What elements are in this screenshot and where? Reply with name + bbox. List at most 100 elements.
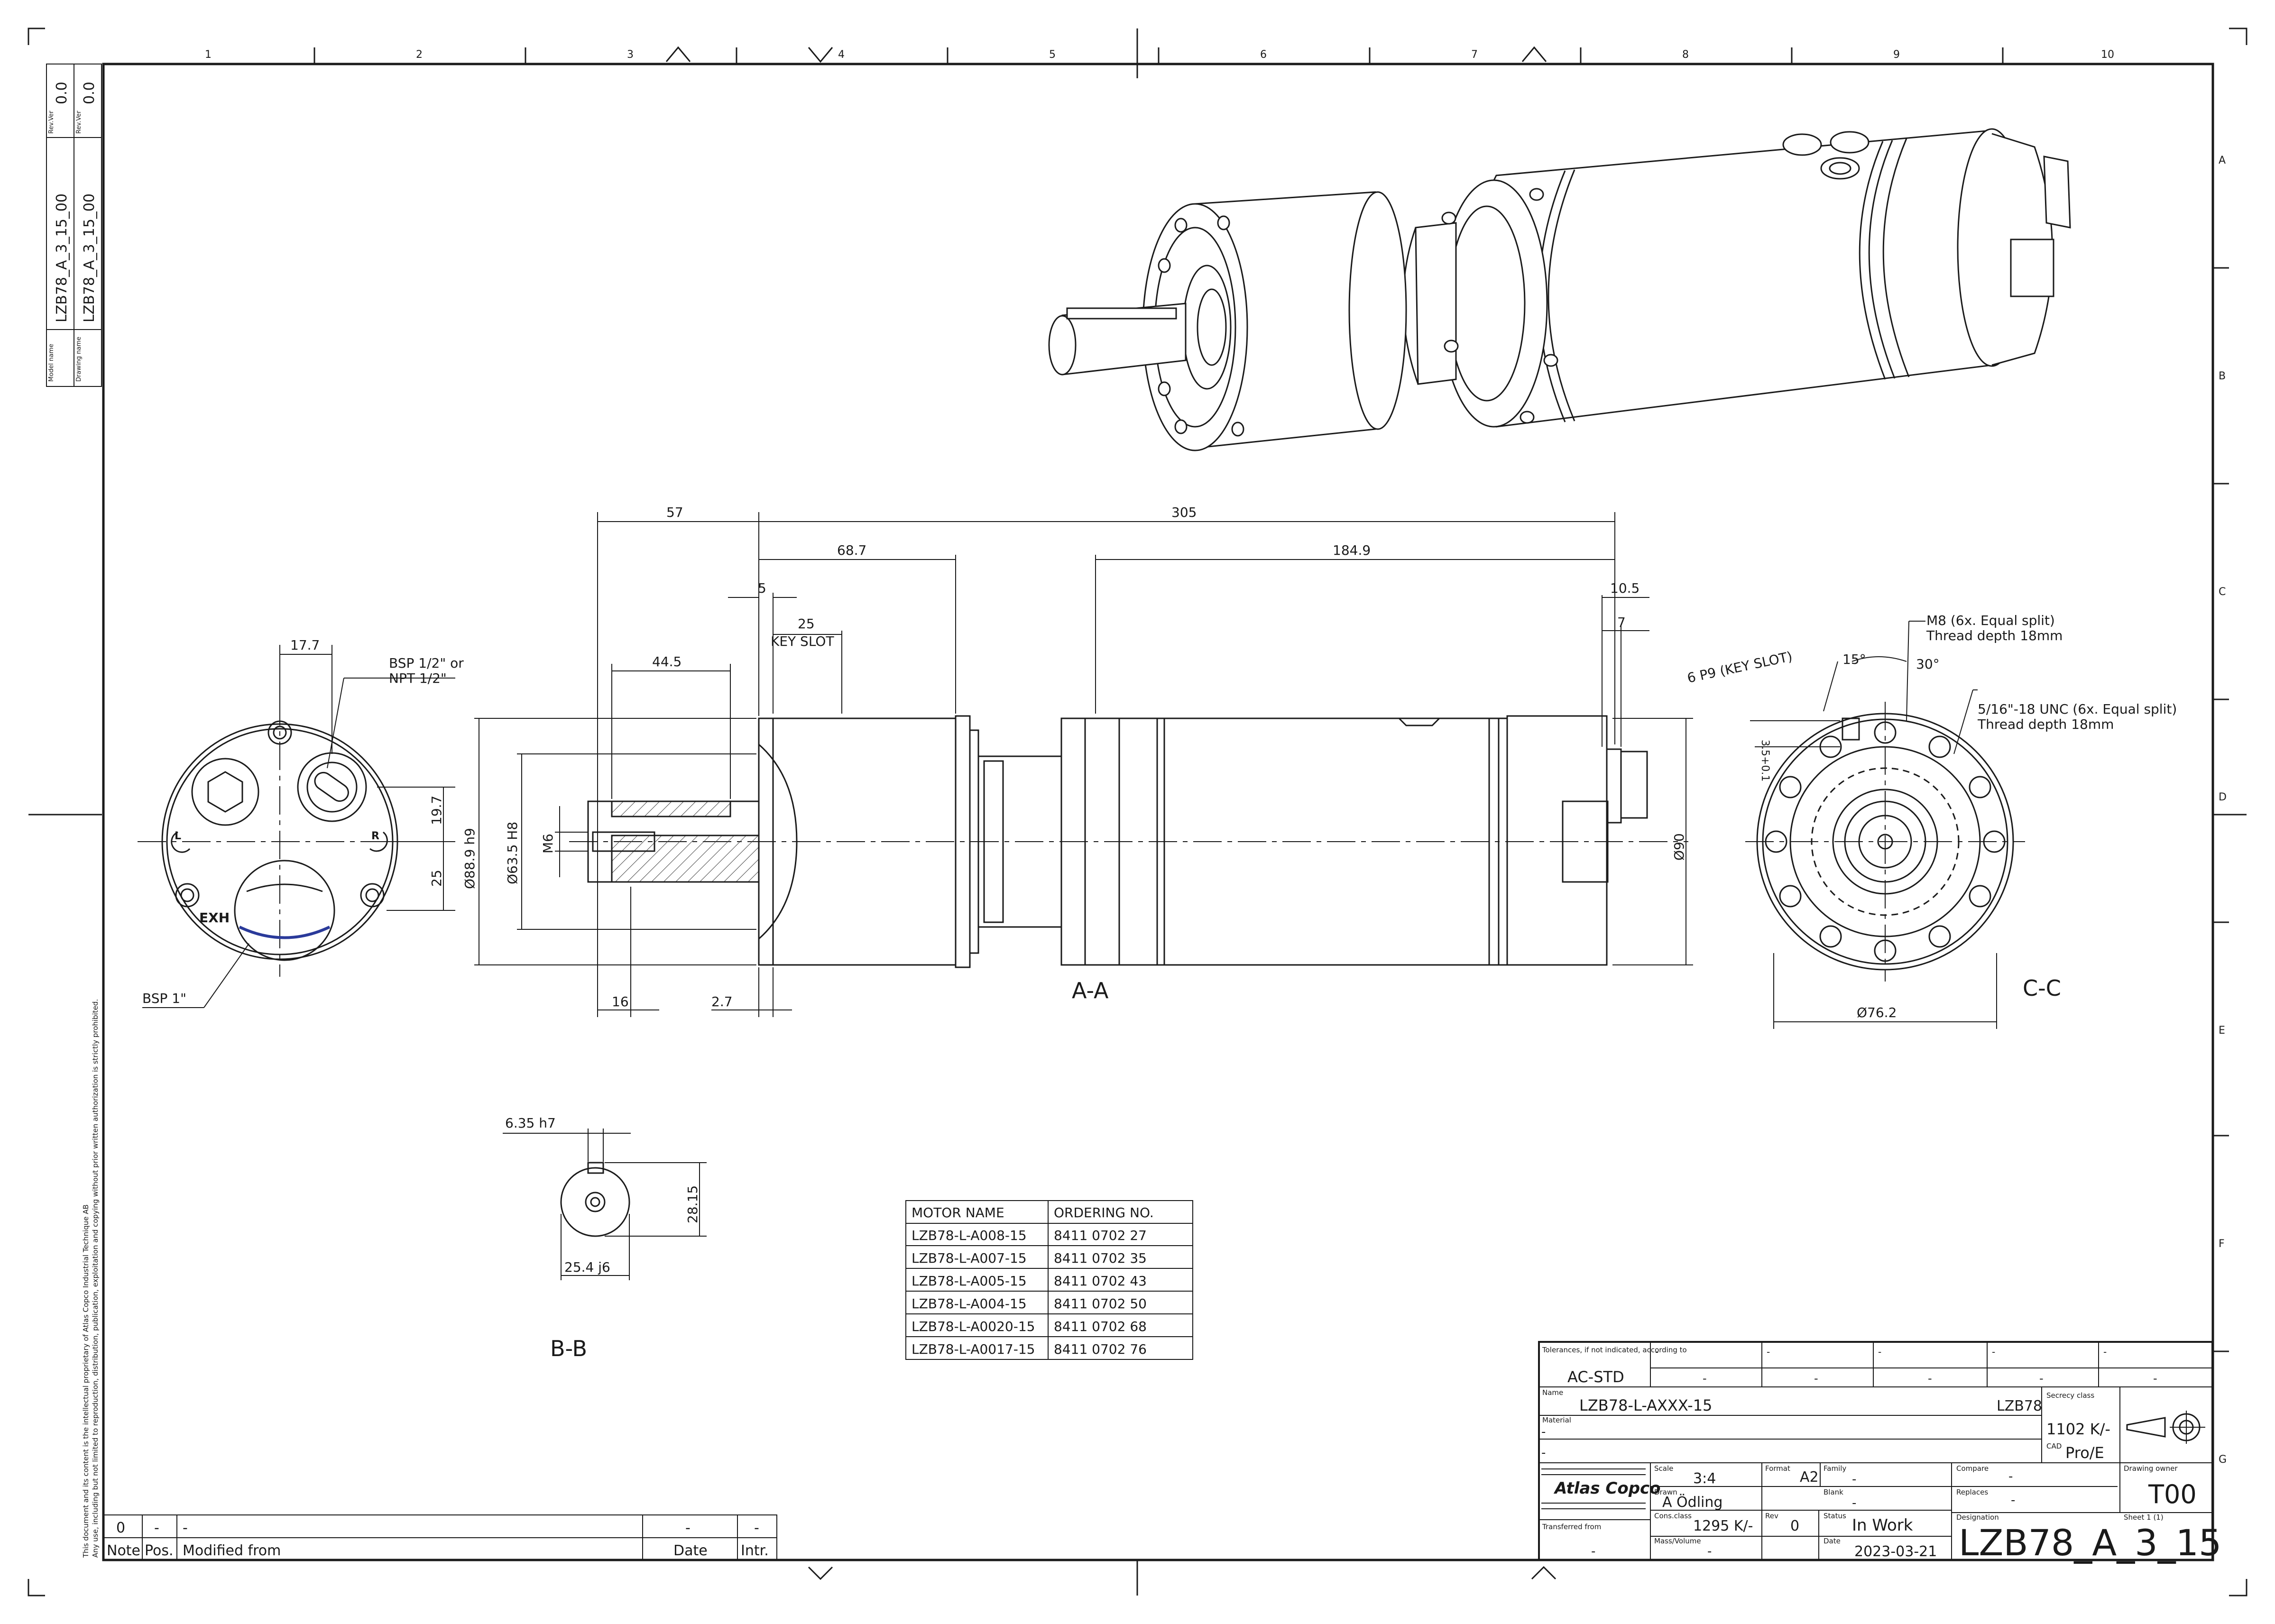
note-keyslot-p9: 6 P9 (KEY SLOT) [1686,649,1794,686]
note-bsp-1: BSP 1" [142,991,186,1006]
tol-dash-2: - [1703,1372,1707,1385]
grid-col-1: 1 [205,49,212,61]
rev-row-note: 0 [116,1520,125,1536]
material-label: Material [1542,1416,1571,1424]
rev-header-note: Note [107,1542,140,1559]
compare-label: Compare [1956,1464,1989,1473]
section-bb-dimension-text: 6.35 h7 28.15 25.4 j6 B-B [505,1115,700,1361]
grid-col-8: 8 [1682,49,1689,61]
rotation-left-mark: L [175,830,181,842]
rev-value: 0 [1790,1518,1799,1534]
view-label-cc: C-C [2023,975,2061,1001]
table-cell-motor-5: LZB78-L-A0020-15 [912,1319,1035,1334]
grid-col-10: 10 [2101,49,2114,61]
corner-marks [28,28,2247,1596]
name-code: LZB78 [1997,1398,2042,1414]
title-block [1538,1341,2213,1561]
end-view-dimension-text: 17.7 BSP 1/2" or NPT 1/2" 19.7 25 BSP 1" [142,637,464,1006]
dim-2-7: 2.7 [711,994,733,1009]
transferred-dash: - [1591,1544,1595,1559]
blank-label: Blank [1824,1488,1843,1496]
section-cc-view [1745,702,2025,982]
dim-57: 57 [666,505,683,520]
dim-68-7: 68.7 [837,542,866,558]
end-view-labels: L R EXH [175,830,379,926]
rev-row-intr: - [754,1520,759,1536]
copyright-line-2: Any use, including but not limited to re… [91,999,100,1558]
drawing-name-value: LZB78_A_3_15_00 [81,193,98,322]
table-header-motor-name: MOTOR NAME [912,1205,1004,1220]
revision-block-text: 0 - - - - Note Pos. Modified from Date I… [107,1520,769,1559]
grid-ticks [313,47,2229,1352]
secrecy-value: 1102 K/- [2046,1420,2110,1438]
note-npt-half: NPT 1/2" [389,670,447,686]
cons-value: 1295 K/- [1693,1518,1753,1534]
tol-dash-5: - [1878,1346,1881,1358]
status-value: In Work [1852,1516,1913,1535]
rev-label: Rev [1765,1512,1778,1520]
dim-6-35: 6.35 h7 [505,1115,556,1131]
secrecy-label: Secrecy class [2046,1391,2094,1400]
dim-76-2: Ø76.2 [1857,1005,1897,1020]
rotation-right-mark: R [371,830,379,842]
table-header-ordering-no: ORDERING NO. [1054,1205,1154,1220]
iso-main-body [1464,129,2024,428]
scale-value: 3:4 [1693,1470,1716,1487]
cad-label: CAD [2046,1442,2062,1450]
material-dash-1: - [1541,1425,1546,1439]
cons-label: Cons.class [1654,1512,1692,1520]
angle-30: 30° [1916,656,1940,672]
rev-value-1: 0.0 [54,82,70,104]
cad-value: Pro/E [2065,1444,2104,1462]
note-m8: M8 (6x. Equal split) [1926,613,2055,628]
tol-dash-7: - [1992,1346,1995,1358]
dim-25-4: 25.4 j6 [564,1259,610,1275]
blank-dash: - [1852,1496,1856,1510]
family-dash: - [1852,1472,1856,1486]
view-label-aa: A-A [1072,978,1109,1003]
tolerances-value: AC-STD [1567,1368,1624,1386]
dim-25-keyslot: 25 [798,616,815,632]
dim-5: 5 [758,580,766,596]
dim-7: 7 [1617,615,1626,630]
dim-3-5: 3.5+0.1 [1759,740,1771,781]
format-value: A2 [1800,1469,1819,1486]
family-label: Family [1824,1464,1846,1473]
grid-row-g: G [2219,1454,2227,1466]
table-cell-order-5: 8411 0702 68 [1054,1319,1147,1334]
model-name-value: LZB78_A_3_15_00 [54,193,70,322]
exh-label: EXH [199,910,230,926]
drawn-label: Drawn [1654,1488,1677,1496]
drawing-name-label: Drawing name [75,337,83,382]
grid-col-4: 4 [838,49,845,61]
dim-184-9: 184.9 [1333,542,1371,558]
section-bb-dimensions [503,1129,707,1280]
dim-88-9: Ø88.9 h9 [462,828,478,889]
name-value: LZB78-L-AXXX-15 [1579,1396,1712,1414]
dim-305: 305 [1171,505,1197,520]
mass-dash: - [1707,1544,1712,1559]
rev-header-intr: Intr. [741,1542,769,1559]
table-cell-order-1: 8411 0702 27 [1054,1228,1147,1243]
tol-dash-9: - [2103,1346,2107,1358]
grid-col-3: 3 [627,49,634,61]
dim-10-5: 10.5 [1610,580,1639,596]
sheet-label: Sheet 1 (1) [2124,1513,2164,1522]
table-cell-order-6: 8411 0702 76 [1054,1341,1147,1357]
section-aa-dimensions [474,512,1693,1017]
note-bsp-half: BSP 1/2" or [389,655,464,671]
section-cc-dimensions [1750,621,1997,1029]
table-cell-order-4: 8411 0702 50 [1054,1296,1147,1312]
grid-column-labels: 1 2 3 4 5 6 7 8 9 10 [205,49,2114,61]
name-label: Name [1542,1388,1563,1397]
tolerances-label: Tolerances, if not indicated, according … [1542,1346,1687,1354]
note-m8-depth: Thread depth 18mm [1926,628,2063,643]
note-unc: 5/16"-18 UNC (6x. Equal split) [1978,701,2177,717]
date-value: 2023-03-21 [1854,1543,1937,1560]
designation-value: LZB78_A_3_15 [1959,1522,2221,1564]
copyright-line-1: This document and its content is the int… [82,1204,90,1558]
tol-dash-4: - [1814,1372,1818,1385]
scale-label: Scale [1654,1464,1673,1473]
designation-label: Designation [1956,1513,1999,1522]
